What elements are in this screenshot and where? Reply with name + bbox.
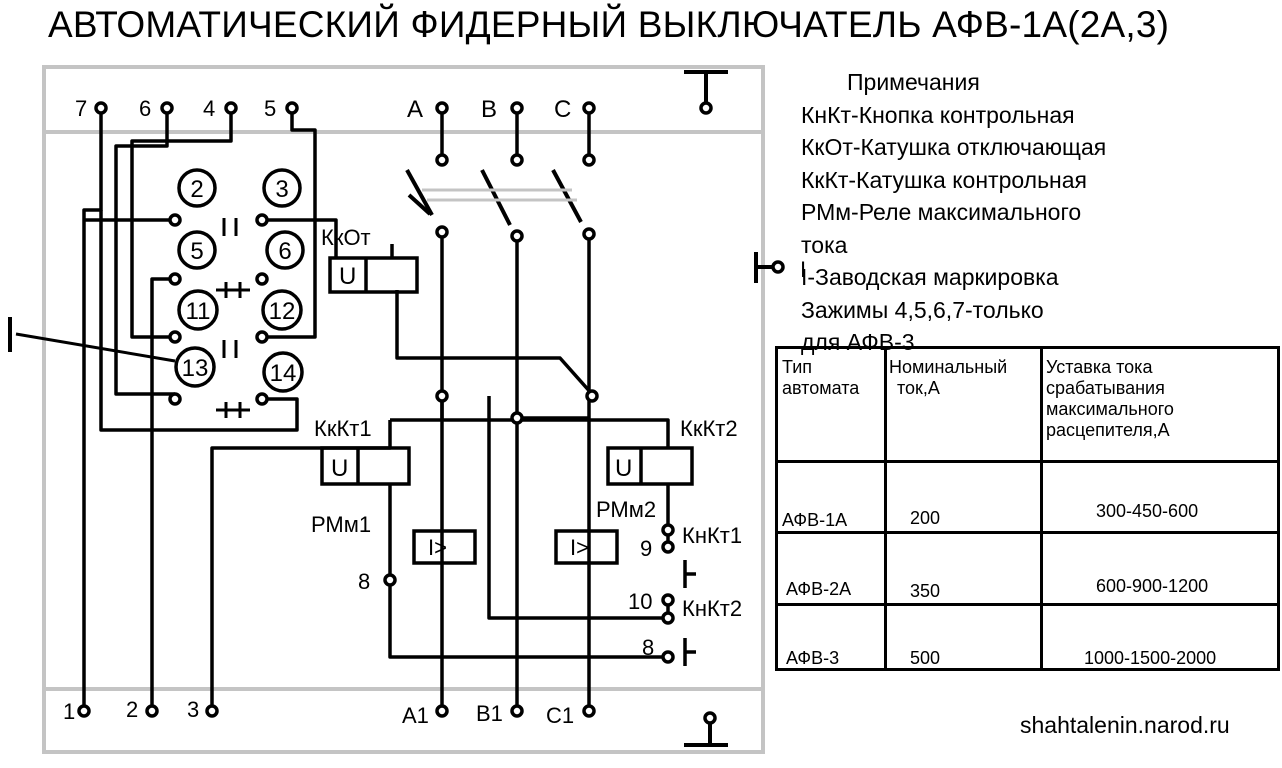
contact-label-2: 2 <box>190 176 203 203</box>
note-line: Зажимы 4,5,6,7-только <box>801 296 1044 323</box>
terminal-label-3: 3 <box>187 697 199 722</box>
phase-label-b: B <box>481 96 497 123</box>
kkkt2-coil-symbol: U <box>615 455 632 482</box>
marker-i-label: I <box>800 257 806 282</box>
note-line: РМм-Реле максимального <box>801 199 1082 225</box>
notes-heading: Примечания <box>847 69 980 95</box>
rmm2-label: РМм2 <box>596 497 656 522</box>
terminal-label-7: 7 <box>75 96 87 121</box>
rmm1-label: РМм1 <box>311 512 371 537</box>
note-line: КнКт-Кнопка контрольная <box>801 101 1075 128</box>
breaker-table: Тип автомата Номинальный ток,А Уставка т… <box>775 346 1280 671</box>
contact-label-11: 11 <box>186 298 211 325</box>
contact-label-5: 5 <box>190 238 203 265</box>
table-header-rated-current: Номинальный ток,А <box>889 357 1008 398</box>
terminal-label-2: 2 <box>126 697 138 722</box>
kkkt1-label: КкКт1 <box>314 416 372 441</box>
terminal-label-4: 4 <box>203 96 215 121</box>
rmm2-symbol: I> <box>570 535 589 560</box>
table-row-setting: 300-450-600 <box>1096 501 1199 521</box>
kkot-label: КкОт <box>321 225 371 250</box>
website-credit: shahtalenin.narod.ru <box>1020 712 1230 738</box>
contact-label-12: 12 <box>269 298 296 325</box>
kkkt1-coil-symbol: U <box>331 455 348 482</box>
terminal-8-left-label: 8 <box>358 569 370 594</box>
contact-label-6: 6 <box>278 238 291 265</box>
knkt1-label: КнКт1 <box>682 523 742 548</box>
kkot-coil-symbol: U <box>339 263 356 290</box>
phase-label-a: A <box>407 96 423 123</box>
table-row-type: АФВ-2А <box>786 579 852 599</box>
rmm1-symbol: I> <box>428 535 447 560</box>
phase-label-b1: B1 <box>476 701 503 726</box>
table-row-current: 350 <box>910 581 941 601</box>
contact-label-14: 14 <box>270 360 297 387</box>
kkkt2-label: КкКт2 <box>680 416 738 441</box>
contact-label-13: 13 <box>182 355 209 382</box>
terminal-10-label: 10 <box>628 589 652 614</box>
diagram-title: АВТОМАТИЧЕСКИЙ ФИДЕРНЫЙ ВЫКЛЮЧАТЕЛЬ АФВ-… <box>48 4 1170 45</box>
table-row-type: АФВ-1А <box>782 510 848 530</box>
phase-label-c1: C1 <box>546 703 574 728</box>
terminal-label-6: 6 <box>139 96 151 121</box>
table-row-setting: 1000-1500-2000 <box>1084 648 1217 668</box>
phase-label-a1: A1 <box>402 703 429 728</box>
note-line: для АФВ-3 <box>801 329 915 355</box>
note-line: КкКт-Катушка контрольная <box>801 166 1088 193</box>
table-header-trip-setting: Уставка тока срабатывания максимального … <box>1046 357 1174 440</box>
terminal-8-right-label: 8 <box>642 635 654 660</box>
terminal-label-1: 1 <box>63 699 75 724</box>
terminal-label-5: 5 <box>264 96 276 121</box>
table-row-setting: 600-900-1200 <box>1096 576 1209 596</box>
notes-block: Примечания КнКт-Кнопка контрольная КкОт-… <box>801 66 1106 359</box>
contact-label-3: 3 <box>275 176 288 203</box>
table-row-current: 200 <box>910 508 941 528</box>
knkt2-label: КнКт2 <box>682 596 742 621</box>
table-row-current: 500 <box>910 648 941 668</box>
table-header-type: Тип автомата <box>782 357 860 398</box>
table-row-type: АФВ-3 <box>786 648 840 668</box>
note-line: I-Заводская маркировка <box>801 264 1059 290</box>
terminal-9-label: 9 <box>640 536 652 561</box>
note-line: тока <box>801 231 848 258</box>
phase-label-c: C <box>554 96 571 123</box>
note-line: КкОт-Катушка отключающая <box>801 134 1107 160</box>
